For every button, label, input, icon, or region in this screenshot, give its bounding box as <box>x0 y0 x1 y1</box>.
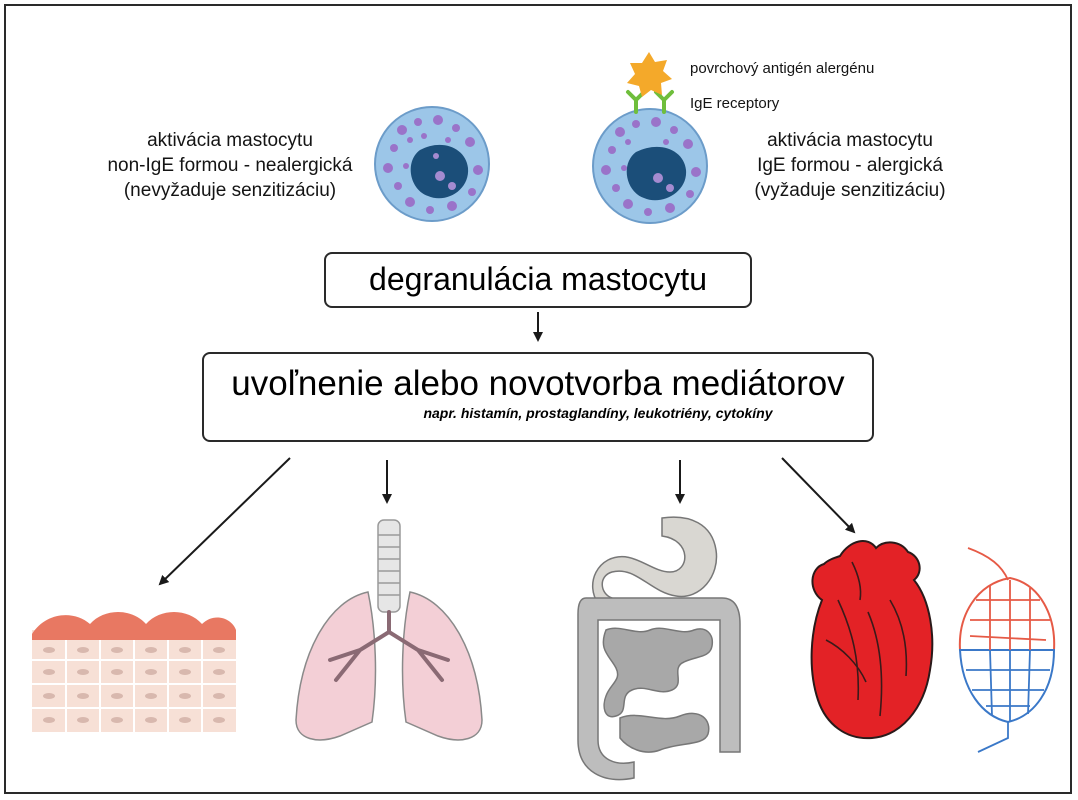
right-line-2: IgE formou - alergická <box>757 155 943 176</box>
mediators-examples: napr. histamín, prostaglandíny, leukotri… <box>423 405 773 421</box>
left-line-1: aktivácia mastocytu <box>147 130 313 151</box>
ige-receptor-icon <box>626 90 674 114</box>
mediators-box: uvoľnenie alebo novotvorba mediátorov na… <box>202 352 874 442</box>
receptor-label: IgE receptory <box>690 95 780 112</box>
left-line-3: (nevyžaduje senzitizáciu) <box>123 180 337 201</box>
right-activation-label: aktivácia mastocytu IgE formou - alergic… <box>720 128 980 203</box>
antigen-label: povrchový antigén alergénu <box>690 60 875 77</box>
mast-cell-icon <box>592 108 708 224</box>
degranulation-text: degranulácia mastocytu <box>369 261 707 297</box>
antigen-star-icon <box>627 52 672 97</box>
mediators-text: uvoľnenie alebo novotvorba mediátorov <box>231 364 845 403</box>
lungs-icon <box>295 519 483 741</box>
left-line-2: non-IgE formou - nealergická <box>107 155 353 176</box>
right-line-1: aktivácia mastocytu <box>767 130 933 151</box>
skin-tissue-icon <box>32 612 236 732</box>
left-activation-label: aktivácia mastocytu non-IgE formou - nea… <box>100 128 360 203</box>
degranulation-box: degranulácia mastocytu <box>324 252 752 308</box>
mast-cell-icon <box>374 106 490 222</box>
heart-icon <box>810 540 934 740</box>
blood-vessels-icon <box>958 547 1056 753</box>
right-line-3: (vyžaduje senzitizáciu) <box>754 180 946 201</box>
digestive-tract-icon <box>577 516 741 781</box>
